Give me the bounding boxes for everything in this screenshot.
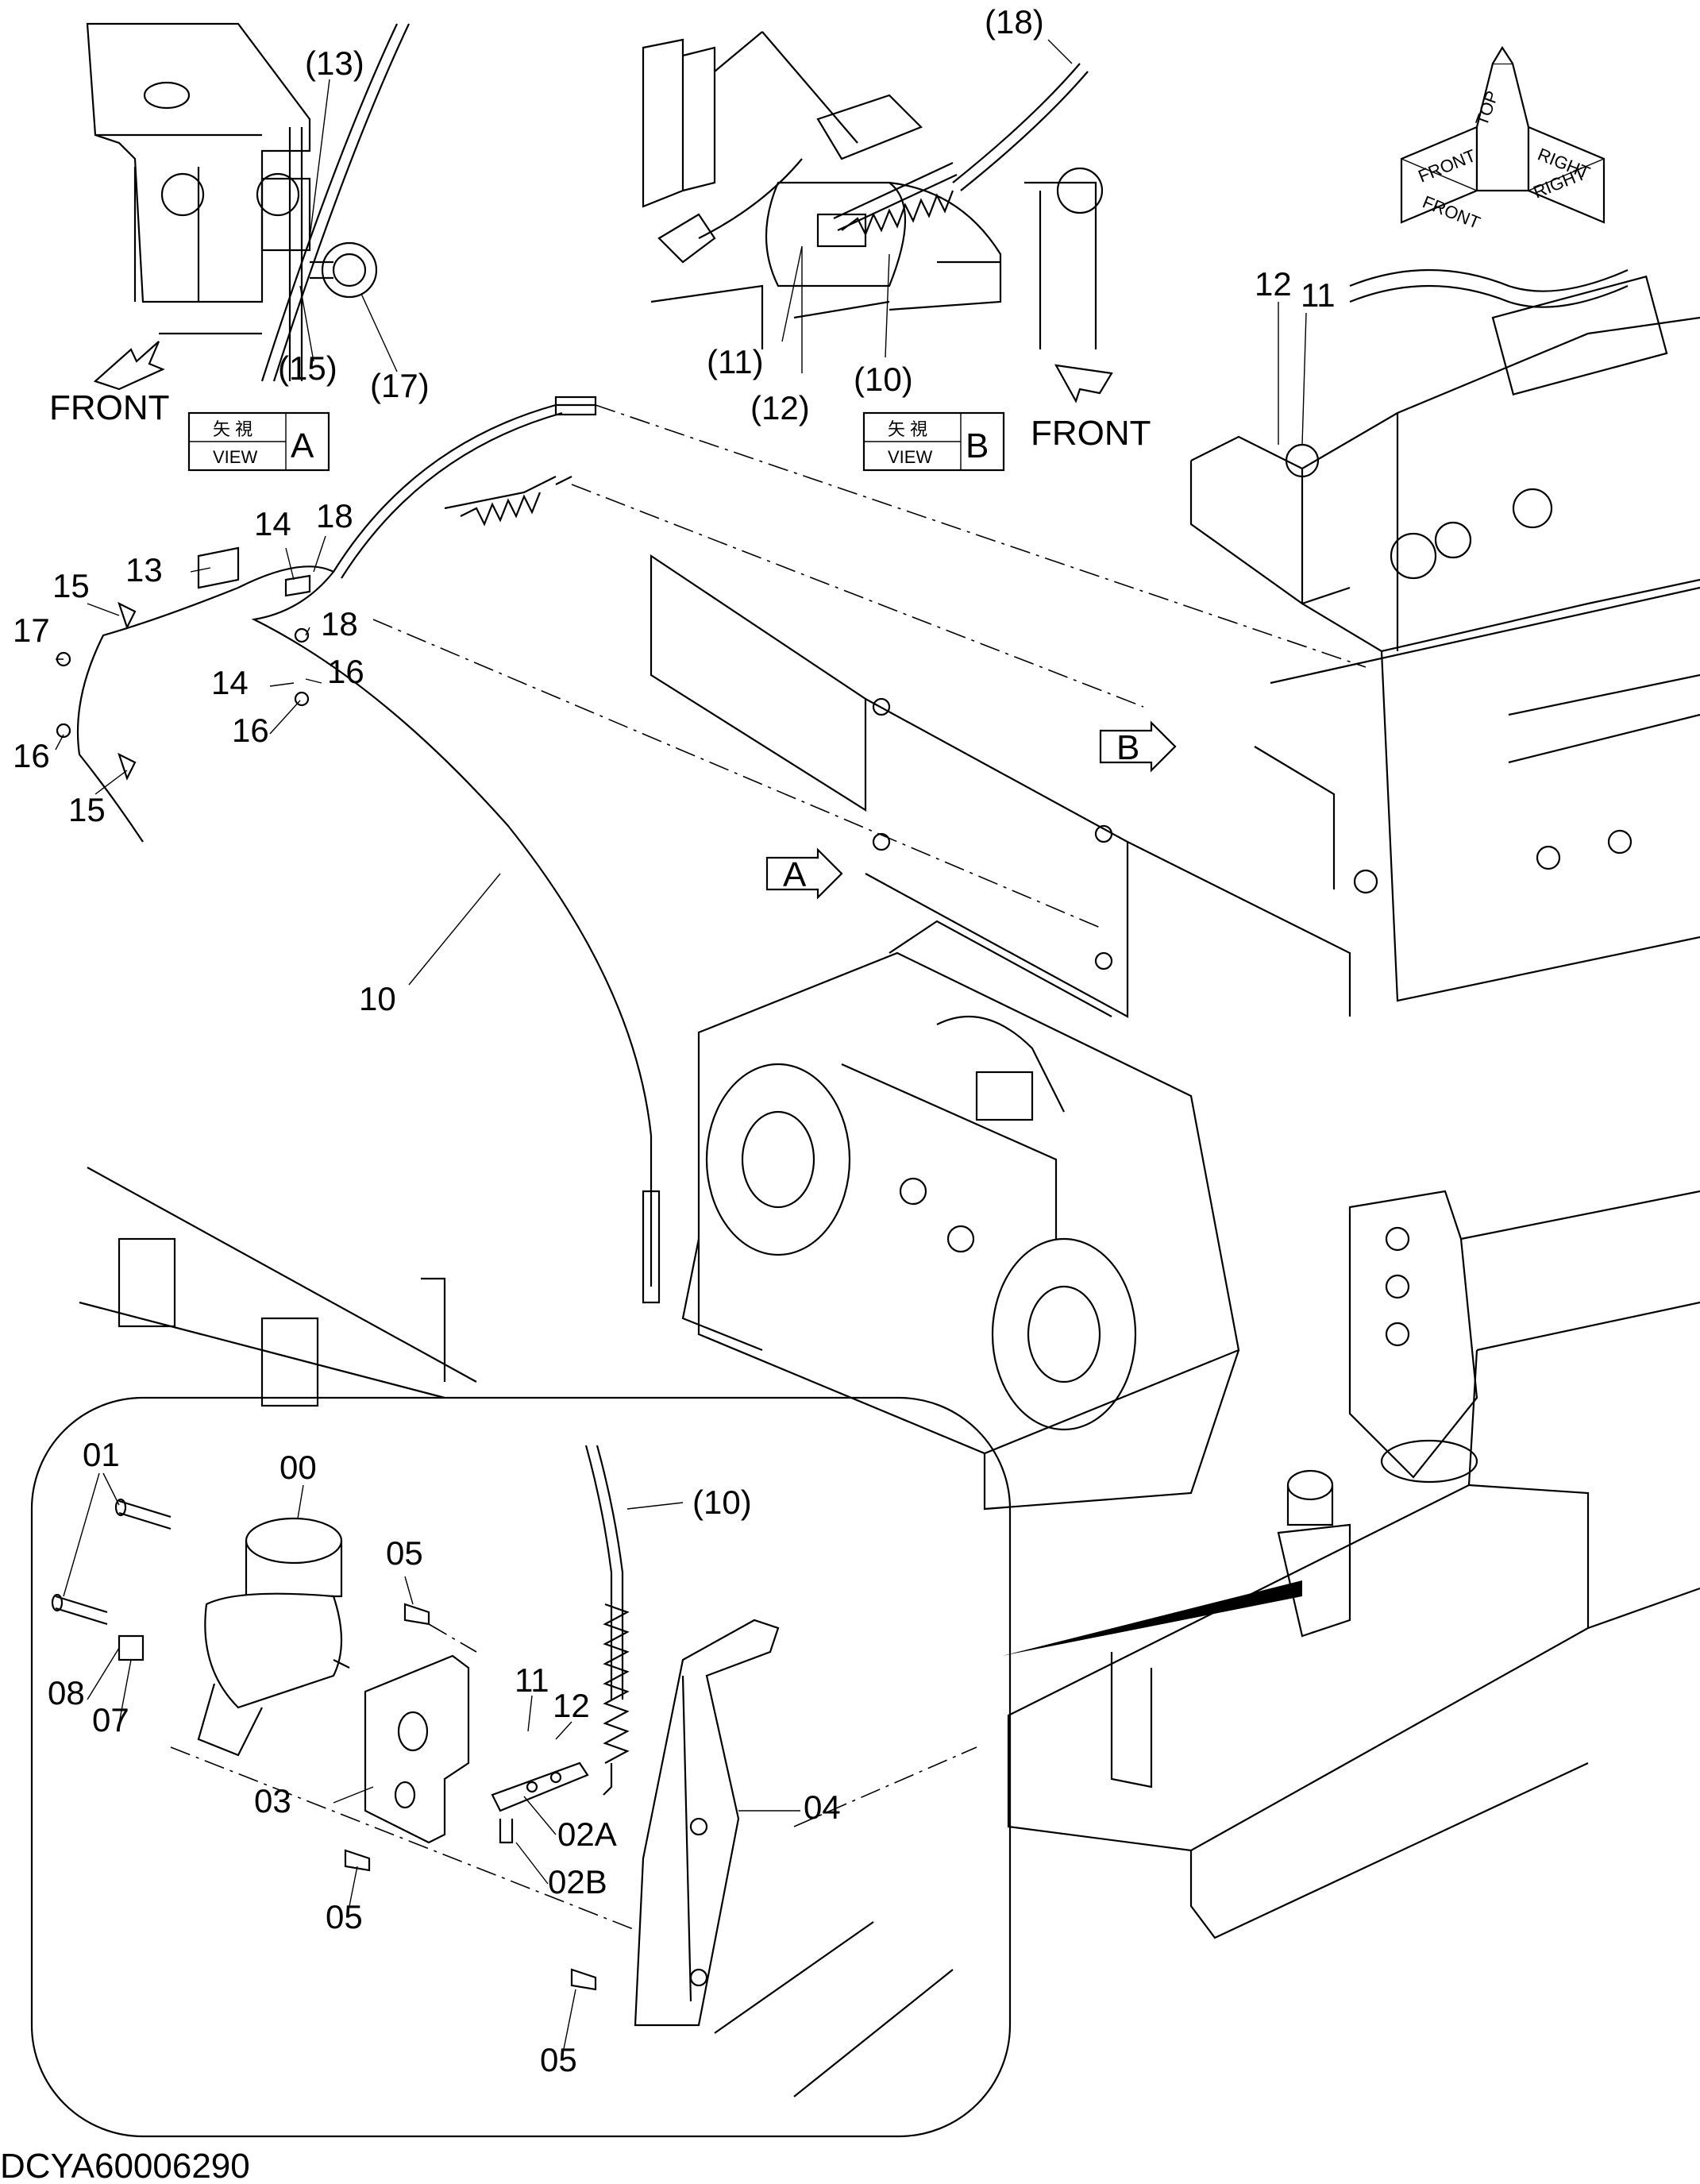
view-b-callout-11: (11) <box>707 343 764 380</box>
view-b-spring <box>841 190 954 237</box>
view-b-callout-18: (18) <box>985 3 1044 41</box>
callout-18b: 18 <box>321 605 358 642</box>
view-b-callout-12: (12) <box>750 389 810 426</box>
view-b-callout-10: (10) <box>854 361 913 398</box>
view-b-letter: B <box>966 426 989 465</box>
bolt-16 <box>294 691 310 707</box>
view-a-label-box: 矢 視 VIEW A <box>187 411 330 472</box>
callout-15: 15 <box>52 567 90 604</box>
callout-12: 12 <box>1255 265 1292 303</box>
clamp-14 <box>284 574 311 597</box>
clip-15 <box>118 752 137 781</box>
detail-callout-00: 00 <box>279 1449 317 1486</box>
view-b-front-label: FRONT <box>1031 414 1151 453</box>
frame-mount <box>1348 1190 1700 1484</box>
orientation-indicator: FRONT FRONT TOP RIGHT RIGHT <box>1400 45 1606 233</box>
cover-plate <box>650 554 1351 1018</box>
detail-callout-10: (10) <box>692 1484 752 1521</box>
view-arrow-a-label: A <box>783 855 807 894</box>
view-arrow-b-label: B <box>1116 728 1139 767</box>
callout-16c: 16 <box>13 737 50 774</box>
view-b-front-arrow <box>1054 364 1113 403</box>
detail-callout-11: 11 <box>515 1661 549 1699</box>
callout-16: 16 <box>327 653 364 690</box>
view-b-label-box: 矢 視 VIEW B <box>862 411 1005 472</box>
view-b-en: VIEW <box>888 447 932 467</box>
detail-callout-04: 04 <box>804 1788 841 1826</box>
detail-callout-07: 07 <box>92 1701 129 1738</box>
detail-inset-frame <box>30 1396 1012 2138</box>
callout-14: 14 <box>254 505 291 542</box>
view-a-letter: A <box>291 426 314 465</box>
clamp-13 <box>197 546 240 589</box>
detail-pointer <box>1002 1580 1302 1656</box>
detail-callout-02a: 02A <box>557 1815 617 1853</box>
view-a-front-label: FRONT <box>49 388 170 427</box>
detail-frame-edge <box>714 1921 954 2097</box>
detail-callout-02b: 02B <box>548 1863 607 1900</box>
detail-callout-01: 01 <box>83 1436 120 1473</box>
clip-08 <box>118 1634 145 1661</box>
detail-callout-05b: 05 <box>326 1898 363 1935</box>
lower-frame <box>79 1167 1700 1939</box>
callout-14b: 14 <box>211 664 249 701</box>
callout-17: 17 <box>13 612 50 649</box>
callout-16b: 16 <box>232 712 269 749</box>
bolt-16 <box>56 723 71 739</box>
callout-18: 18 <box>316 497 353 534</box>
callout-15b: 15 <box>68 791 106 828</box>
detail-callout-05: 05 <box>386 1534 423 1572</box>
bracket-03 <box>364 1654 470 1844</box>
cable-10-detail <box>584 1445 630 1796</box>
view-a-callout-17: (17) <box>370 367 430 404</box>
view-arrow-a: A <box>765 847 843 900</box>
clip-15 <box>118 601 137 630</box>
view-a-inset <box>86 22 410 382</box>
sensor-00 <box>197 1517 350 1757</box>
view-arrow-b: B <box>1099 720 1177 773</box>
view-a-callout-13: (13) <box>305 44 364 82</box>
sensor-on-frame <box>1277 1469 1351 1638</box>
callout-10: 10 <box>359 980 396 1017</box>
drawing-code: DCYA60006290 <box>0 2147 250 2184</box>
lever-02a <box>491 1761 589 1812</box>
view-a-en: VIEW <box>213 447 257 467</box>
accelerator-cable <box>76 396 661 1304</box>
bolt-16 <box>294 627 310 643</box>
view-b-jp: 矢 視 <box>888 419 927 439</box>
view-a-jp: 矢 視 <box>213 419 252 439</box>
detail-callout-03: 03 <box>254 1782 291 1819</box>
callout-13: 13 <box>125 551 163 588</box>
view-a-front-arrow <box>93 341 165 391</box>
plate-04 <box>634 1619 780 2027</box>
engine-assembly <box>1189 268 1700 1002</box>
bolt-02b <box>499 1819 514 1844</box>
detail-callout-08: 08 <box>48 1674 85 1711</box>
callout-11: 11 <box>1301 276 1336 314</box>
view-a-callout-15: (15) <box>278 349 337 387</box>
bolts-01 <box>51 1498 172 1626</box>
detail-callout-05c: 05 <box>540 2041 577 2078</box>
detail-callout-12: 12 <box>553 1687 590 1724</box>
view-b-inset <box>642 31 1104 349</box>
pump-assembly <box>681 920 1240 1511</box>
